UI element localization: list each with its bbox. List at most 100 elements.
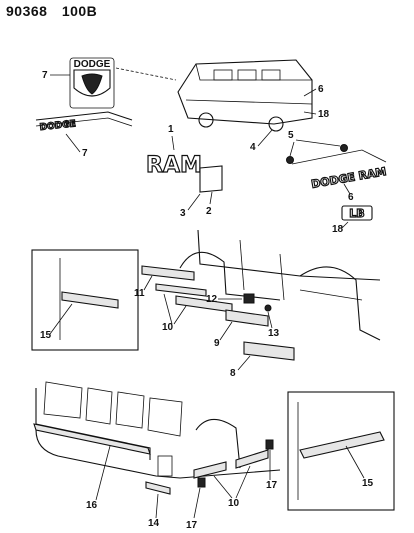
- leader-5b: [295, 139, 341, 147]
- callout-3: 3: [180, 208, 186, 219]
- callout-16: 16: [86, 500, 98, 511]
- leader-4: [257, 129, 273, 147]
- ram-script-emblem: RAM: [146, 153, 202, 178]
- leader-10b: [173, 305, 187, 325]
- callout-10-rear: 10: [228, 498, 240, 509]
- sheet-number: 100B: [61, 3, 98, 19]
- diagram-header: 90368 100B: [6, 3, 97, 19]
- molding-11: [141, 265, 195, 281]
- end-cap-17-left: [197, 477, 206, 488]
- van-window-2: [237, 69, 257, 81]
- fastener-right: [340, 144, 348, 152]
- leader-5a: [289, 141, 295, 157]
- molding-10a: [155, 283, 207, 297]
- leader-18-badge: [341, 221, 349, 229]
- leader-2: [209, 191, 213, 205]
- leader-8: [237, 355, 251, 371]
- callout-17-left: 17: [186, 520, 198, 531]
- leader-13: [267, 311, 273, 329]
- leader-10-rear-a: [213, 475, 233, 499]
- callout-8: 8: [230, 368, 236, 379]
- molding-inset-right: [299, 431, 385, 459]
- leader-10-rear-b: [235, 465, 251, 499]
- screw-13: [264, 304, 272, 312]
- molding-14: [145, 481, 171, 495]
- van-side-trim: [185, 99, 313, 105]
- rear-window-1: [43, 381, 83, 419]
- end-cap-17-right: [265, 439, 274, 450]
- leader-16: [95, 445, 111, 501]
- vehicle-rear-bottom: [35, 381, 281, 479]
- dodge-small-script: DODGE: [39, 119, 76, 133]
- leader-van-shield: [115, 67, 177, 81]
- body-panel-top: [197, 229, 381, 281]
- callout-1: 1: [168, 124, 174, 135]
- wheel-arch-bottom: [195, 418, 241, 469]
- callout-15-right: 15: [362, 478, 374, 489]
- leader-14: [155, 493, 159, 519]
- leader-9: [219, 321, 233, 341]
- tail-lamp: [157, 455, 173, 477]
- callout-6-van: 6: [318, 84, 324, 95]
- ram-emblem-pad: [199, 165, 223, 193]
- callout-17-right: 17: [266, 480, 278, 491]
- van-body: [177, 59, 313, 125]
- callout-15-left: 15: [40, 330, 52, 341]
- molding-9: [225, 309, 269, 327]
- shield-plate: [69, 57, 115, 109]
- callout-13: 13: [268, 328, 280, 339]
- molding-16: [33, 423, 151, 455]
- shield-emblem: DODGE: [69, 57, 115, 109]
- clip-12: [243, 293, 255, 304]
- trim-line-2: [35, 117, 133, 127]
- leader-17-left: [193, 487, 201, 519]
- wheel-arch-front: [179, 251, 281, 301]
- callout-12: 12: [206, 294, 218, 305]
- lb-badge-frame: [341, 205, 373, 221]
- callout-7-bottom: 7: [82, 148, 88, 159]
- inset-box-left: [31, 249, 139, 351]
- door-line: [239, 239, 245, 291]
- leader-1: [171, 135, 175, 151]
- leader-18-van: [303, 111, 317, 115]
- wheel-arch-rear: [299, 266, 381, 341]
- van-window-3: [261, 69, 281, 81]
- molding-10-rear-b: [235, 449, 269, 469]
- molding-8: [243, 341, 295, 361]
- van-rear-wheel: [268, 116, 284, 132]
- callout-6-plate: 6: [348, 192, 354, 203]
- callout-2: 2: [206, 206, 212, 217]
- callout-18-badge: 18: [332, 224, 344, 235]
- shield-outline: [73, 69, 111, 97]
- leader-10a: [163, 293, 173, 325]
- callout-18-van: 18: [318, 109, 330, 120]
- leader-7-bottom: [65, 133, 81, 153]
- fastener-left: [286, 156, 294, 164]
- leader-6-plate: [343, 183, 351, 195]
- van-window-1: [213, 69, 233, 81]
- inset-box-right: [287, 391, 395, 511]
- van-roofline: [195, 63, 312, 81]
- leader-3: [187, 193, 201, 211]
- leader-11: [143, 275, 153, 291]
- callout-11: 11: [134, 288, 145, 299]
- molding-10-rear-a: [193, 461, 227, 479]
- molding-inset-left: [61, 291, 119, 309]
- callout-5: 5: [288, 130, 294, 141]
- dodge-small-badge: DODGE: [35, 111, 133, 134]
- trim-line: [35, 111, 133, 121]
- van-illustration: [177, 59, 313, 132]
- callout-14: 14: [148, 518, 160, 529]
- ram-head-icon: [81, 73, 103, 95]
- leader-15-left: [49, 303, 73, 335]
- callout-10-mid: 10: [162, 322, 174, 333]
- callout-7-top: 7: [42, 70, 48, 81]
- side-window: [147, 397, 183, 437]
- leader-6-van: [303, 88, 317, 97]
- rocker-line: [299, 289, 363, 301]
- lb-badge: LB: [349, 207, 364, 220]
- leader-15-right: [345, 445, 365, 479]
- callout-9: 9: [214, 338, 220, 349]
- plate-backing: [291, 149, 387, 165]
